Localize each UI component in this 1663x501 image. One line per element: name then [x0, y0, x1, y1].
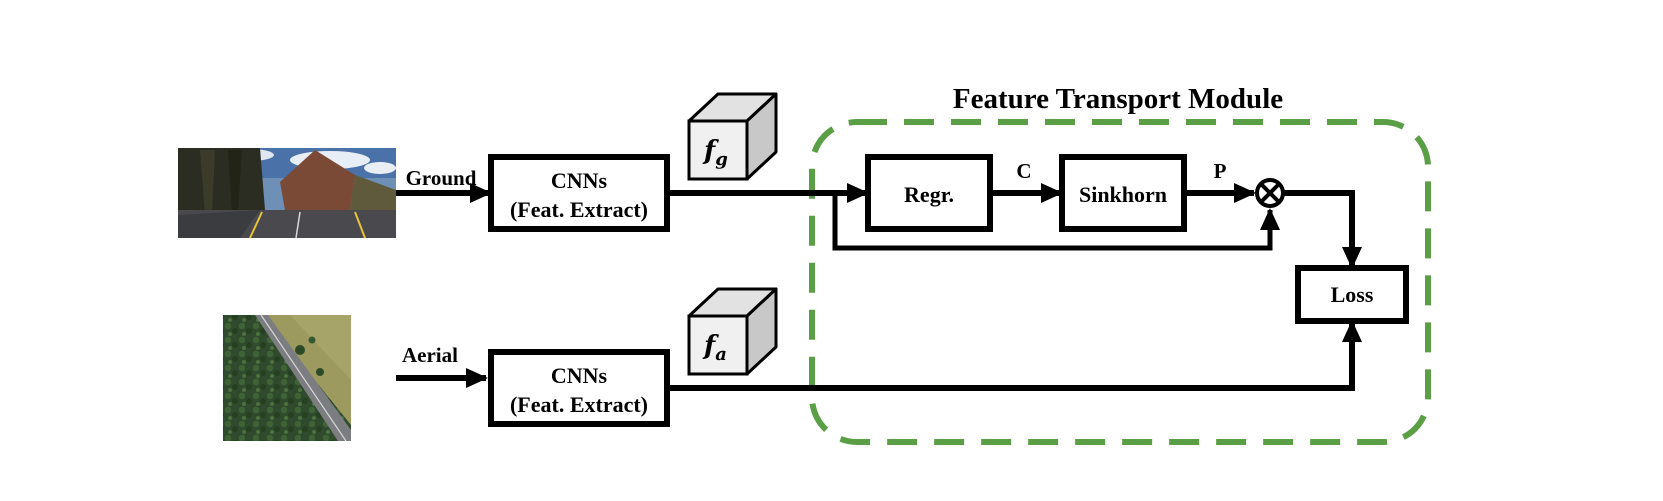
ground-input-label: Ground	[406, 166, 477, 190]
loss-label: Loss	[1331, 282, 1374, 307]
loss-block: Loss	[1295, 265, 1409, 324]
regr-block: Regr.	[865, 154, 993, 232]
feature-transport-module-region	[809, 119, 1431, 445]
c-label: C	[1016, 159, 1031, 183]
aerial-feature-symbol: f	[702, 331, 719, 361]
ground-feature-symbol: f	[702, 136, 719, 166]
sinkhorn-block: Sinkhorn	[1059, 154, 1187, 232]
regr-label: Regr.	[904, 182, 954, 207]
ground-feature-cube: fg	[687, 92, 778, 181]
cnn-aerial-block: CNNs (Feat. Extract)	[488, 349, 670, 427]
aerial-feature-subscript: a	[715, 344, 727, 365]
cnn-ground-line2: (Feat. Extract)	[510, 197, 648, 222]
aerial-feature-cube: fa	[687, 287, 778, 376]
cnn-ground-block: CNNs (Feat. Extract)	[488, 154, 670, 232]
skip-connection-arrow	[832, 193, 1280, 251]
ground-feature-subscript: g	[715, 149, 728, 170]
p-label: P	[1214, 159, 1227, 183]
sinkhorn-label: Sinkhorn	[1079, 182, 1167, 207]
cnn-ground-line1: CNNs	[551, 168, 608, 193]
ground-panorama-image	[178, 148, 396, 239]
aerial-image	[223, 314, 351, 442]
aerial-feature-to-loss-arrow	[667, 320, 1362, 391]
module-title: Feature Transport Module	[953, 83, 1283, 115]
svg-text:fa: fa	[702, 331, 727, 365]
multiply-to-loss-arrow	[1283, 190, 1362, 269]
svg-text:fg: fg	[702, 136, 728, 170]
aerial-input-label: Aerial	[402, 343, 458, 367]
cnn-aerial-line1: CNNs	[551, 363, 608, 388]
cnn-aerial-line2: (Feat. Extract)	[510, 392, 648, 417]
multiply-operator-icon	[1255, 178, 1285, 208]
